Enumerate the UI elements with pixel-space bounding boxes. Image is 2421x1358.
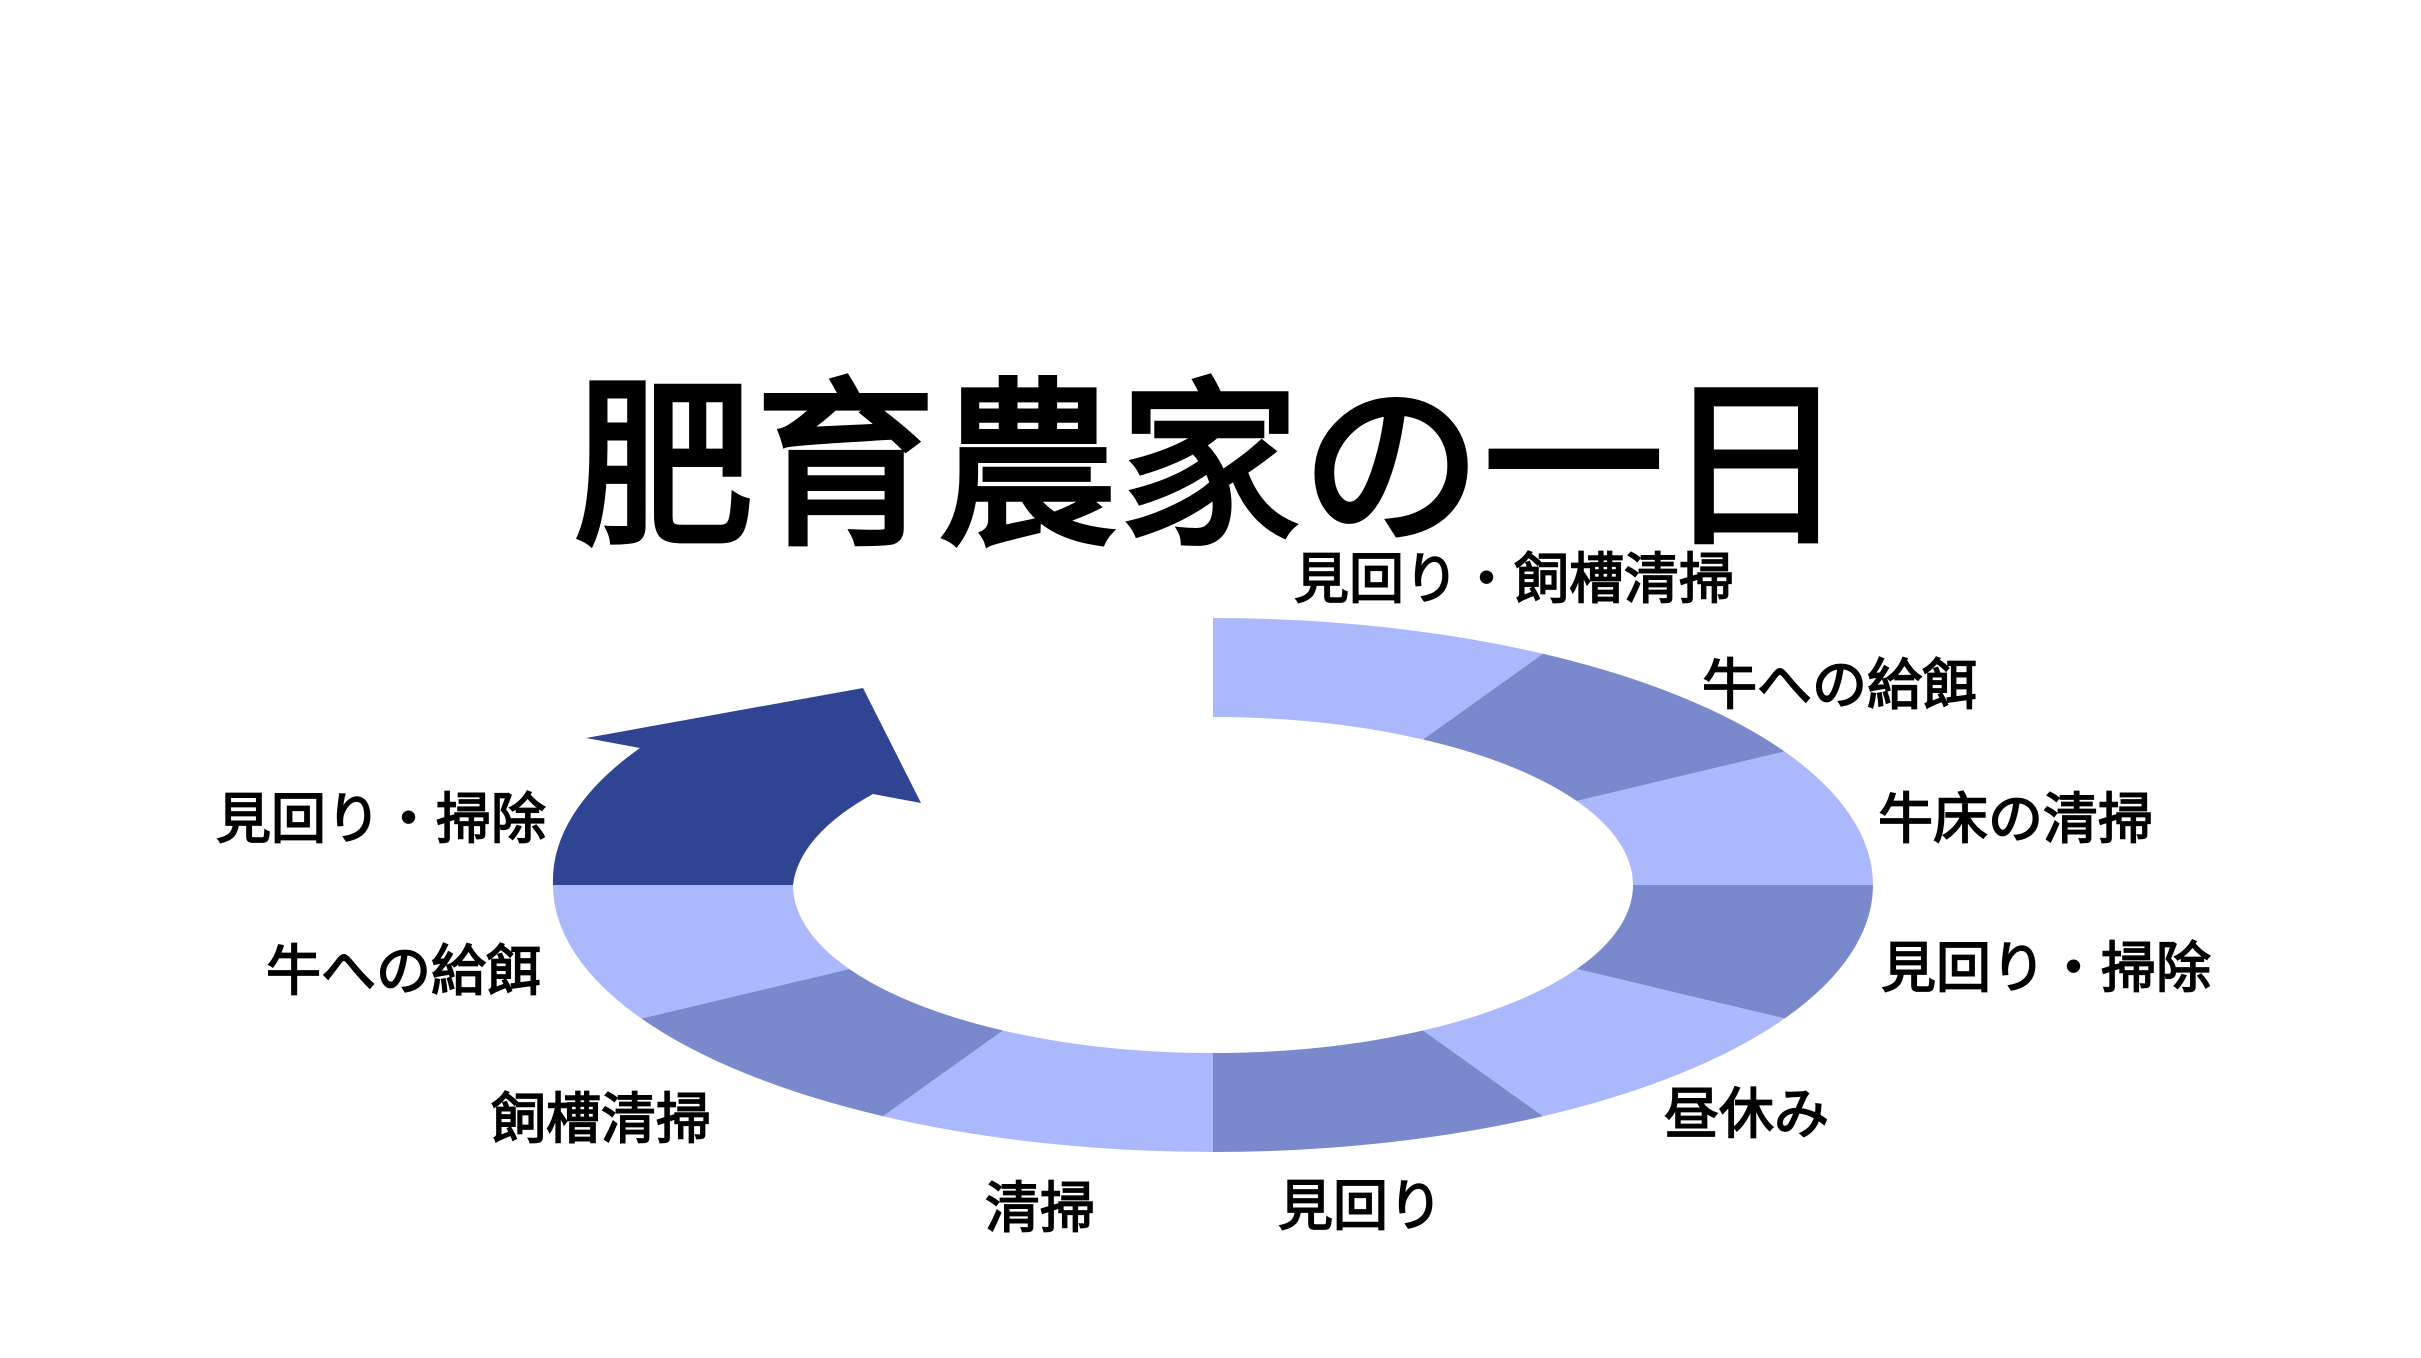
segment-label-7: 清掃	[985, 1177, 1096, 1239]
ring-segment-2	[1423, 653, 1785, 801]
ring-segment-8	[641, 969, 1003, 1117]
ring-segment-6	[1213, 1030, 1543, 1152]
segment-label-8: 飼槽清掃	[491, 1088, 712, 1150]
segment-label-9: 牛への給餌	[266, 940, 542, 1002]
segment-label-4: 見回り・掃除	[1881, 937, 2212, 999]
ring-segment-3	[1576, 751, 1873, 885]
ring-segment-5	[1423, 969, 1785, 1117]
ring-segment-1	[1213, 618, 1543, 740]
ring-arrow-segment	[552, 688, 921, 885]
ring-segment-7	[883, 1030, 1213, 1152]
ring-segment-4	[1576, 885, 1874, 1019]
segment-label-6: 見回り	[1278, 1175, 1444, 1237]
segment-label-2: 牛への給餌	[1702, 654, 1978, 716]
segment-label-10: 見回り・掃除	[216, 788, 547, 850]
segment-label-3: 牛床の清掃	[1878, 788, 2154, 850]
page-title: 肥育農家の一日	[573, 366, 1848, 568]
segment-label-1: 見回り・飼槽清掃	[1294, 548, 1735, 610]
ring-segment-9	[553, 885, 850, 1019]
segment-label-5: 昼休み	[1664, 1083, 1830, 1145]
